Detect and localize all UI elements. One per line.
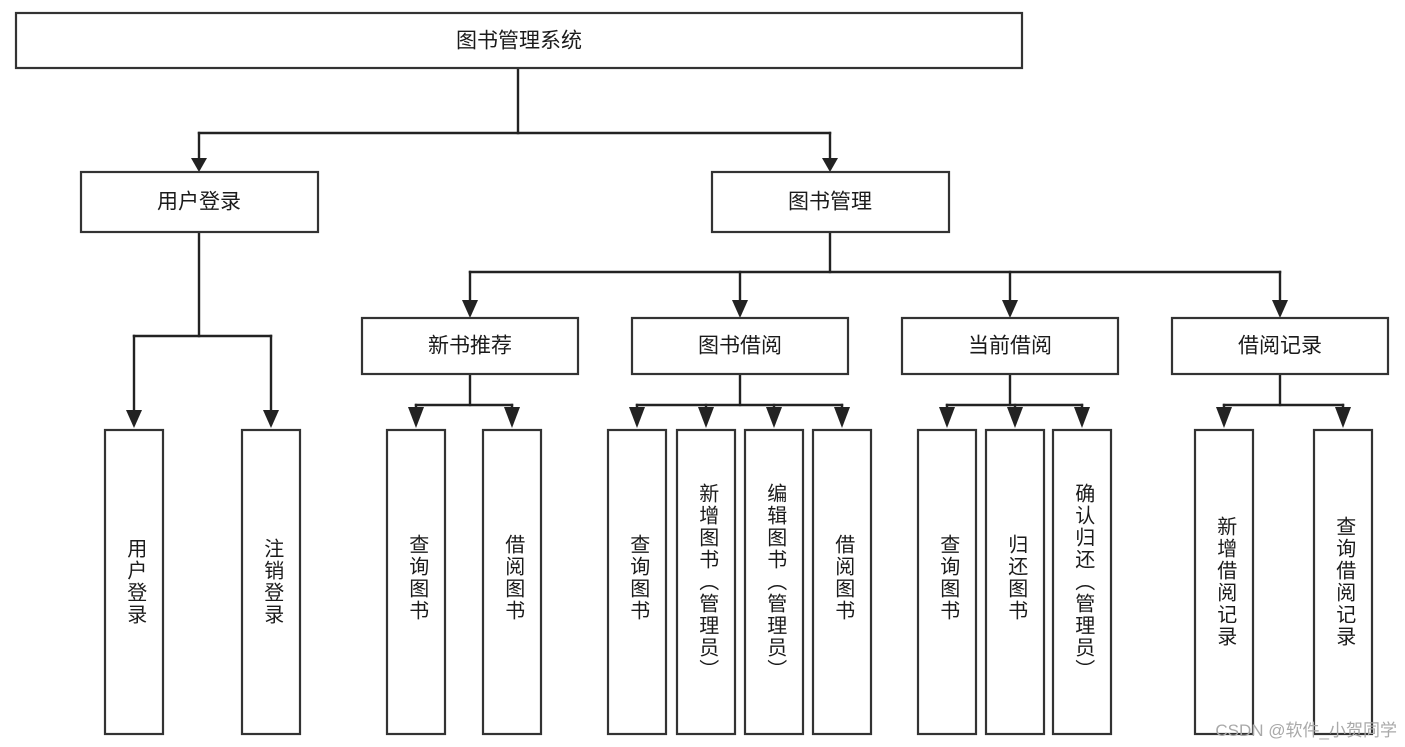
arrow-current-leaf-2 bbox=[1074, 407, 1090, 428]
node-new-book-recommend-label: 新书推荐 bbox=[428, 335, 512, 358]
arrow-root-to-user-login bbox=[191, 158, 207, 172]
leaf-book-borrow-1-box[interactable] bbox=[675, 428, 737, 736]
node-book-management[interactable]: 图书管理 bbox=[710, 170, 951, 234]
leaf-current-borrow-0-box[interactable] bbox=[916, 428, 978, 736]
node-root[interactable]: 图书管理系统 bbox=[14, 11, 1024, 70]
arrow-book-mgmt-child-3 bbox=[1272, 300, 1288, 318]
arrow-current-leaf-1 bbox=[1007, 407, 1023, 428]
leaf-book-borrow-2-box[interactable] bbox=[743, 428, 805, 736]
leaf-borrow-record-1-label: 查询借阅记录 bbox=[1333, 516, 1356, 648]
leaf-new-book-0-box[interactable] bbox=[385, 428, 447, 736]
arrow-borrow-leaf-3 bbox=[834, 407, 850, 428]
node-new-book-recommend[interactable]: 新书推荐 bbox=[360, 316, 580, 376]
leaf-book-borrow-0-label: 查询图书 bbox=[627, 534, 650, 622]
leaf-borrow-record-0-box[interactable] bbox=[1193, 428, 1255, 736]
leaf-new-book-1[interactable]: 借阅图书 bbox=[481, 428, 543, 736]
leaf-current-borrow-2-label: 确认归还（管理员） bbox=[1072, 483, 1095, 681]
node-borrow-record-label: 借阅记录 bbox=[1238, 335, 1322, 358]
leaf-new-book-1-box[interactable] bbox=[481, 428, 543, 736]
node-current-borrow[interactable]: 当前借阅 bbox=[900, 316, 1120, 376]
arrow-record-leaf-0 bbox=[1216, 407, 1232, 428]
node-root-label: 图书管理系统 bbox=[456, 30, 582, 53]
node-book-management-label: 图书管理 bbox=[788, 191, 872, 214]
node-book-borrow[interactable]: 图书借阅 bbox=[630, 316, 850, 376]
leaf-user-login-0-box[interactable] bbox=[103, 428, 165, 736]
leaf-borrow-record-0[interactable]: 新增借阅记录 bbox=[1193, 428, 1255, 736]
leaf-current-borrow-1-label: 归还图书 bbox=[1005, 534, 1028, 622]
leaf-user-login-1-box[interactable] bbox=[240, 428, 302, 736]
arrow-borrow-leaf-0 bbox=[629, 407, 645, 428]
node-new-book-recommend-box[interactable] bbox=[360, 316, 580, 376]
leaf-new-book-0[interactable]: 查询图书 bbox=[385, 428, 447, 736]
leaf-borrow-record-1-box[interactable] bbox=[1312, 428, 1374, 736]
leaf-current-borrow-1[interactable]: 归还图书 bbox=[984, 428, 1046, 736]
leaf-new-book-1-label: 借阅图书 bbox=[502, 534, 525, 622]
leaf-book-borrow-2[interactable]: 编辑图书（管理员） bbox=[743, 428, 805, 736]
leaf-borrow-record-0-label: 新增借阅记录 bbox=[1214, 516, 1237, 648]
arrow-borrow-leaf-2 bbox=[766, 407, 782, 428]
node-current-borrow-box[interactable] bbox=[900, 316, 1120, 376]
leaf-current-borrow-2-box[interactable] bbox=[1051, 428, 1113, 736]
leaf-current-borrow-0-label: 查询图书 bbox=[937, 534, 960, 622]
arrow-current-leaf-0 bbox=[939, 407, 955, 428]
leaf-book-borrow-1-label: 新增图书（管理员） bbox=[696, 483, 719, 681]
leaf-book-borrow-3[interactable]: 借阅图书 bbox=[811, 428, 873, 736]
leaf-borrow-record-1[interactable]: 查询借阅记录 bbox=[1312, 428, 1374, 736]
node-book-borrow-label: 图书借阅 bbox=[698, 335, 782, 358]
leaf-user-login-0-label: 用户登录 bbox=[124, 538, 147, 626]
node-borrow-record[interactable]: 借阅记录 bbox=[1170, 316, 1390, 376]
leaf-book-borrow-2-label: 编辑图书（管理员） bbox=[764, 483, 787, 681]
arrow-record-leaf-1 bbox=[1335, 407, 1351, 428]
node-root-box[interactable] bbox=[14, 11, 1024, 70]
arrow-book-mgmt-child-2 bbox=[1002, 300, 1018, 318]
leaf-current-borrow-1-box[interactable] bbox=[984, 428, 1046, 736]
leaf-book-borrow-3-box[interactable] bbox=[811, 428, 873, 736]
arrow-newbook-leaf-0 bbox=[408, 407, 424, 428]
leaf-current-borrow-2[interactable]: 确认归还（管理员） bbox=[1051, 428, 1113, 736]
node-book-management-box[interactable] bbox=[710, 170, 951, 234]
arrow-user-login-leaf-1 bbox=[263, 410, 279, 428]
connector-group bbox=[126, 66, 1351, 428]
leaf-book-borrow-0-box[interactable] bbox=[606, 428, 668, 736]
arrow-borrow-leaf-1 bbox=[698, 407, 714, 428]
leaf-user-login-1-label: 注销登录 bbox=[261, 538, 284, 626]
arrow-book-mgmt-child-1 bbox=[732, 300, 748, 318]
leaf-current-borrow-0[interactable]: 查询图书 bbox=[916, 428, 978, 736]
arrow-book-mgmt-child-0 bbox=[462, 300, 478, 318]
leaf-new-book-0-label: 查询图书 bbox=[406, 534, 429, 622]
node-book-borrow-box[interactable] bbox=[630, 316, 850, 376]
node-user-login-box[interactable] bbox=[79, 170, 320, 234]
leaf-user-login-0[interactable]: 用户登录 bbox=[103, 428, 165, 736]
node-user-login-label: 用户登录 bbox=[157, 191, 241, 214]
arrow-newbook-leaf-1 bbox=[504, 407, 520, 428]
leaf-user-login-1[interactable]: 注销登录 bbox=[240, 428, 302, 736]
node-borrow-record-box[interactable] bbox=[1170, 316, 1390, 376]
leaf-book-borrow-1[interactable]: 新增图书（管理员） bbox=[675, 428, 737, 736]
arrow-root-to-book-mgmt bbox=[822, 158, 838, 172]
arrow-user-login-leaf-0 bbox=[126, 410, 142, 428]
leaf-book-borrow-3-label: 借阅图书 bbox=[832, 534, 855, 622]
node-current-borrow-label: 当前借阅 bbox=[968, 335, 1052, 358]
leaf-book-borrow-0[interactable]: 查询图书 bbox=[606, 428, 668, 736]
node-user-login[interactable]: 用户登录 bbox=[79, 170, 320, 234]
